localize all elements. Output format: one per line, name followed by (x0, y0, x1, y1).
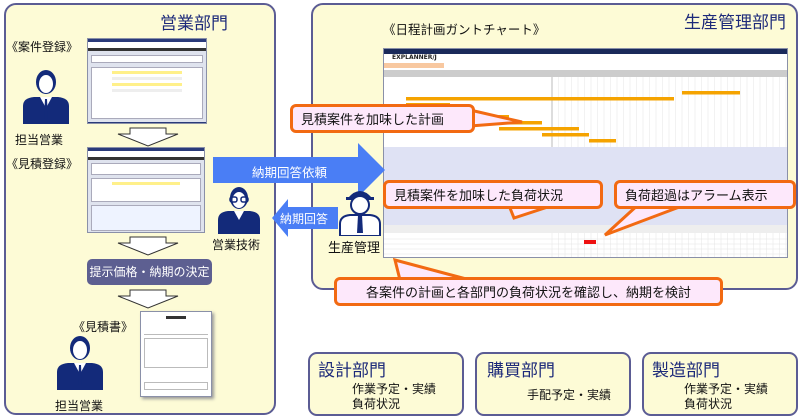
person-icon (57, 336, 103, 390)
gantt-bar (406, 97, 674, 101)
estimate-document-image (140, 311, 212, 397)
callout-load: 見積案件を加味した負荷状況 (383, 180, 603, 209)
gantt-bar (589, 139, 616, 143)
sales-title: 営業部門 (160, 14, 228, 34)
purchasing-department-box: 購買部門手配予定・実績 (475, 352, 631, 416)
gantt-bar (499, 127, 579, 131)
estimate-document-label: 《見積書》 (73, 320, 134, 334)
sales-engineer-label: 営業技術 (212, 238, 261, 252)
estimate-registration-screenshot (87, 147, 205, 233)
sales-rep-label: 担当営業 (15, 133, 64, 147)
load-grid (384, 233, 787, 257)
callout-plan: 見積案件を加味した計画 (290, 104, 475, 133)
delivery-answer-arrow (272, 199, 338, 237)
gantt-bar (682, 91, 740, 95)
alarm-cell (584, 240, 596, 244)
delivery-request-label: 納期回答依頼 (252, 165, 328, 180)
production-manager-label: 生産管理 (328, 241, 381, 256)
estimate-registration-label: 《見積登録》 (6, 157, 79, 171)
app-logo: EXPLANNER/J (392, 54, 437, 61)
gantt-chart-title: 《日程計画ガントチャート》 (383, 22, 546, 37)
production-manager-icon (339, 191, 381, 236)
case-registration-screenshot (87, 38, 207, 124)
sales-engineer-icon (218, 187, 260, 234)
callout-review: 各案件の計画と各部門の負荷状況を確認し、納期を検討 (334, 277, 723, 306)
sales-rep-label: 担当営業 (55, 399, 104, 413)
gantt-bar (542, 133, 589, 137)
down-arrow-icon (117, 236, 179, 256)
case-registration-label: 《案件登録》 (6, 40, 79, 54)
production-title: 生産管理部門 (684, 13, 786, 33)
down-arrow-icon (117, 289, 179, 309)
callout-alarm: 負荷超過はアラーム表示 (614, 180, 796, 209)
manufacturing-department-box: 製造部門作業予定・実績負荷状況 (642, 352, 798, 416)
down-arrow-icon (117, 127, 179, 147)
delivery-request-arrow (213, 143, 385, 197)
price-delivery-decision: 提示価格・納期の決定 (87, 259, 212, 285)
double-arrow-icon (0, 298, 800, 353)
person-icon (23, 70, 69, 124)
design-department-box: 設計部門作業予定・実績負荷状況 (308, 352, 464, 416)
delivery-answer-label: 納期回答 (280, 212, 329, 226)
